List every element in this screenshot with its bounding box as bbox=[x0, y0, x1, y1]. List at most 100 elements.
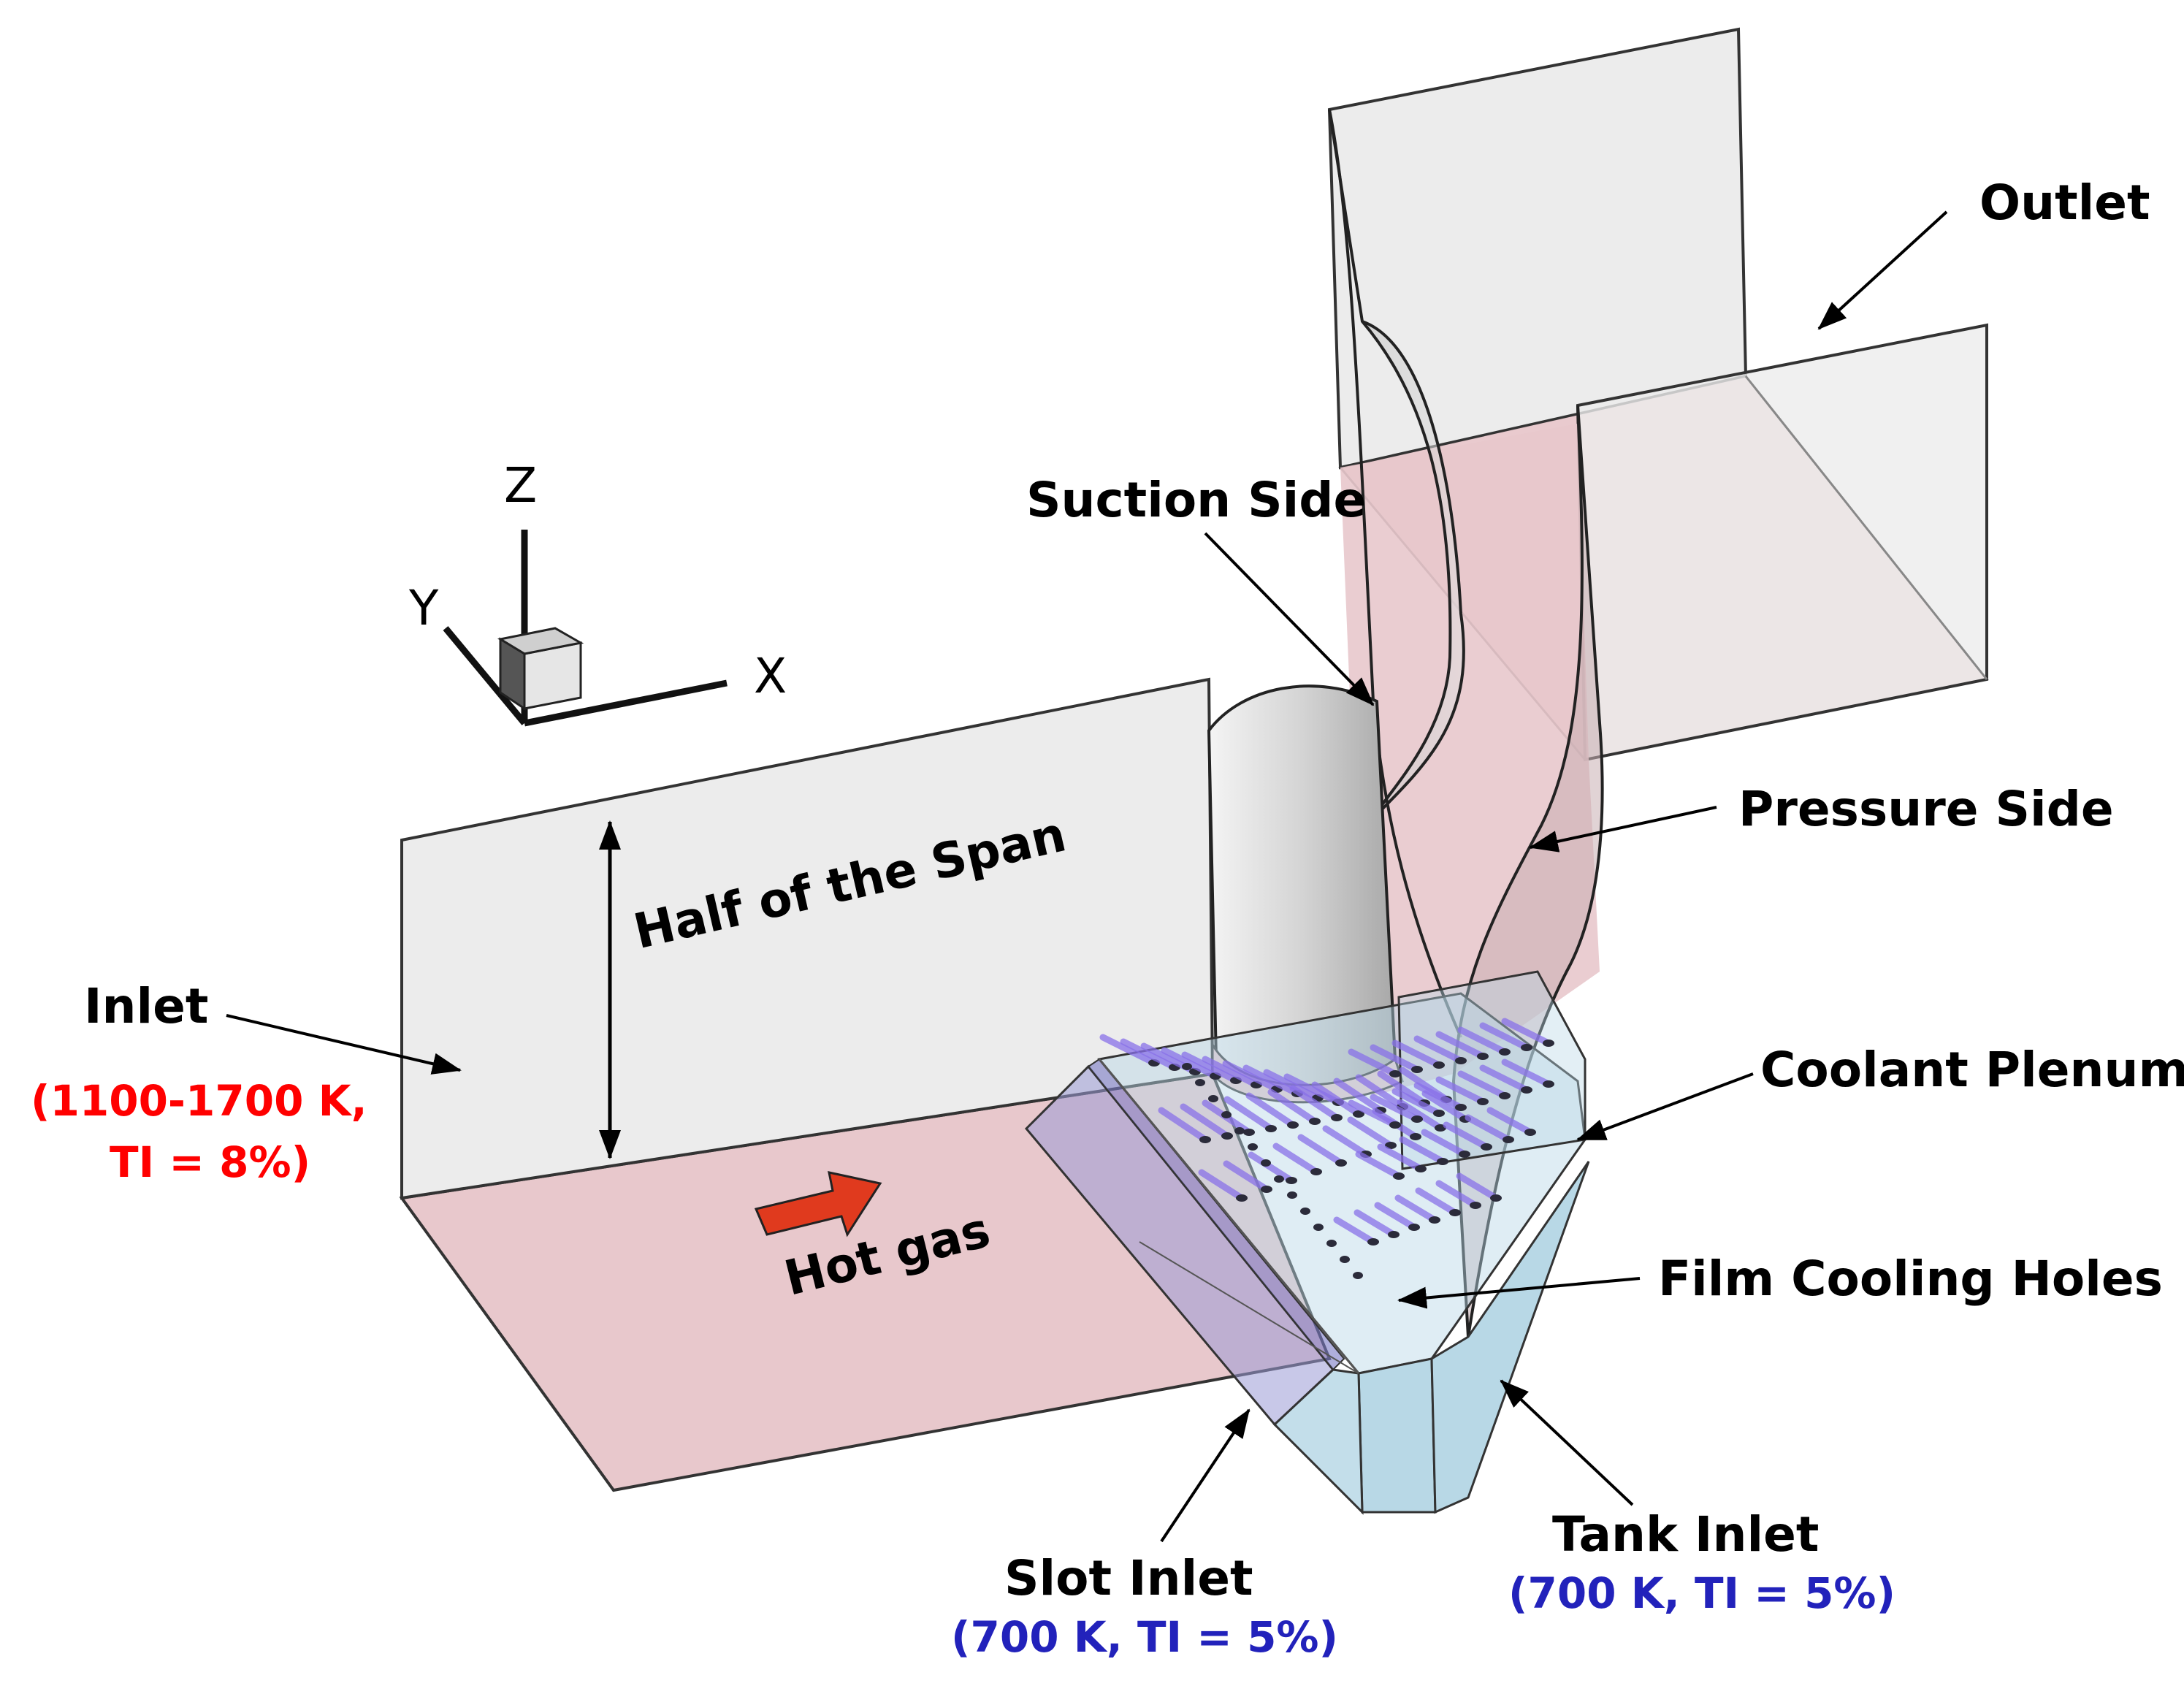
film-cooling-hole-channel bbox=[1443, 1121, 1490, 1151]
film-cooling-hole-channel bbox=[1347, 1116, 1394, 1149]
film-cooling-hole-channel bbox=[1421, 1090, 1469, 1123]
outlet-floor-diagonal bbox=[1744, 375, 1988, 680]
film-cooling-hole-exit bbox=[1236, 1194, 1248, 1202]
film-cooling-hole-channel bbox=[1248, 1151, 1295, 1184]
film-cooling-hole-exit bbox=[1499, 1048, 1511, 1056]
film-cooling-hole-exit bbox=[1367, 1238, 1379, 1246]
inlet-leader bbox=[226, 1014, 462, 1075]
film-cooling-hole-exit bbox=[1521, 1044, 1532, 1051]
hot-gas-arrow bbox=[754, 1171, 882, 1237]
film-cooling-hole-exit bbox=[1543, 1040, 1554, 1047]
coolant-plenum-label: Coolant Plenum bbox=[1760, 1042, 2184, 1098]
coolant-plenum-leader bbox=[1576, 1072, 1754, 1141]
showerhead-hole bbox=[1274, 1175, 1284, 1183]
inlet-conditions-line1: (1100-1700 K, bbox=[31, 1076, 367, 1126]
film-cooling-hole-channel bbox=[1457, 1026, 1508, 1056]
y-axis-line bbox=[443, 626, 527, 725]
film-cooling-hole-channel bbox=[1202, 1056, 1260, 1088]
film-cooling-hole-channel bbox=[1353, 1209, 1397, 1238]
film-cooling-hole-exit bbox=[1286, 1177, 1297, 1184]
film-cooling-hole-channel bbox=[1245, 1092, 1297, 1129]
film-cooling-hole-channel bbox=[1413, 1082, 1465, 1111]
film-cooling-hole-channel bbox=[1479, 1064, 1530, 1094]
film-cooling-hole-exit bbox=[1335, 1159, 1347, 1167]
z-axis-label: Z bbox=[504, 457, 538, 514]
film-cooling-hole-channel bbox=[1158, 1107, 1209, 1143]
film-cooling-holes-leader bbox=[1397, 1277, 1641, 1309]
film-cooling-hole-exit bbox=[1459, 1151, 1470, 1158]
showerhead-hole bbox=[1326, 1240, 1337, 1247]
slot-inlet-label: Slot Inlet bbox=[1004, 1550, 1253, 1606]
pressure-side-surface bbox=[1451, 405, 1604, 1338]
film-cooling-hole-channel bbox=[1374, 1202, 1418, 1231]
film-cooling-hole-channel bbox=[1501, 1058, 1552, 1088]
film-cooling-hole-exit bbox=[1221, 1132, 1233, 1140]
film-cooling-hole-exit bbox=[1388, 1231, 1400, 1238]
film-cooling-hole-exit bbox=[1415, 1165, 1427, 1172]
showerhead-hole bbox=[1340, 1256, 1350, 1263]
film-cooling-hole-channel bbox=[1120, 1038, 1178, 1071]
film-cooling-hole-exit bbox=[1521, 1086, 1532, 1094]
film-cooling-hole-channel bbox=[1435, 1031, 1486, 1060]
film-cooling-hole-channel bbox=[1479, 1022, 1530, 1051]
film-cooling-hole-channel bbox=[1377, 1143, 1424, 1172]
film-cooling-hole-channel bbox=[1435, 1180, 1479, 1209]
film-cooling-hole-exit bbox=[1265, 1125, 1277, 1132]
film-cooling-hole-exit bbox=[1393, 1172, 1405, 1180]
film-cooling-hole-channel bbox=[1223, 1160, 1270, 1193]
film-cooling-hole-channel bbox=[1486, 1107, 1534, 1136]
film-cooling-hole-exit bbox=[1408, 1224, 1420, 1231]
film-cooling-hole-exit bbox=[1503, 1136, 1514, 1143]
film-cooling-hole-channel bbox=[1413, 1035, 1465, 1064]
film-cooling-hole-exit bbox=[1389, 1070, 1401, 1077]
showerhead-hole bbox=[1208, 1095, 1218, 1102]
film-cooling-hole-channel bbox=[1222, 1060, 1280, 1093]
film-cooling-hole-channel bbox=[1370, 1094, 1421, 1123]
film-cooling-hole-exit bbox=[1309, 1118, 1321, 1125]
film-cooling-hole-channel bbox=[1289, 1085, 1340, 1121]
film-cooling-hole-channel bbox=[1394, 1194, 1438, 1224]
triad-cube-side bbox=[499, 637, 526, 711]
tank-front-face bbox=[1430, 1161, 1590, 1514]
film-cooling-hole-channel bbox=[1322, 1125, 1370, 1158]
pressure-side-leader bbox=[1529, 806, 1717, 852]
film-cooling-hole-exit bbox=[1433, 1110, 1445, 1117]
x-axis-label: X bbox=[754, 648, 787, 704]
film-cooling-holes bbox=[1099, 1018, 1554, 1279]
slot-inlet-conditions: (700 K, TI = 5%) bbox=[951, 1612, 1339, 1662]
film-cooling-hole-channel bbox=[1181, 1051, 1240, 1084]
film-cooling-hole-exit bbox=[1331, 1114, 1343, 1121]
tank-inlet-leader bbox=[1500, 1379, 1634, 1506]
suction-side-leader bbox=[1204, 532, 1375, 706]
film-cooling-hole-channel bbox=[1399, 1136, 1446, 1165]
tank-inlet-label: Tank Inlet bbox=[1552, 1506, 1820, 1563]
film-cooling-hole-exit bbox=[1543, 1080, 1554, 1088]
showerhead-hole bbox=[1221, 1111, 1232, 1118]
x-axis-line bbox=[524, 679, 728, 727]
film-cooling-hole-channel bbox=[1421, 1129, 1468, 1158]
film-cooling-hole-exit bbox=[1490, 1194, 1502, 1202]
film-cooling-hole-channel bbox=[1355, 1074, 1406, 1110]
inlet-conditions-line2: TI = 8%) bbox=[110, 1137, 311, 1187]
film-cooling-hole-channel bbox=[1355, 1151, 1402, 1180]
film-cooling-holes-label: Film Cooling Holes bbox=[1658, 1251, 2163, 1307]
showerhead-hole bbox=[1353, 1272, 1363, 1279]
film-cooling-hole-channel bbox=[1272, 1143, 1320, 1175]
film-cooling-hole-channel bbox=[1370, 1044, 1421, 1073]
film-cooling-hole-channel bbox=[1391, 1088, 1443, 1117]
film-cooling-hole-exit bbox=[1261, 1186, 1272, 1193]
film-cooling-hole-channel bbox=[1242, 1064, 1301, 1097]
film-cooling-hole-exit bbox=[1411, 1115, 1423, 1123]
film-cooling-hole-channel bbox=[1099, 1034, 1158, 1067]
tank-body bbox=[1357, 1357, 1437, 1514]
film-cooling-hole-exit bbox=[1455, 1104, 1467, 1111]
showerhead-hole bbox=[1182, 1063, 1192, 1070]
film-cooling-hole-exit bbox=[1524, 1129, 1536, 1136]
outlet-label: Outlet bbox=[1979, 175, 2150, 231]
tank-inlet-conditions: (700 K, TI = 5%) bbox=[1508, 1568, 1896, 1618]
showerhead-hole bbox=[1261, 1159, 1271, 1167]
film-cooling-hole-exit bbox=[1410, 1133, 1421, 1140]
film-cooling-hole-exit bbox=[1429, 1216, 1440, 1224]
film-cooling-hole-channel bbox=[1267, 1088, 1318, 1125]
film-cooling-hole-channel bbox=[1311, 1081, 1362, 1118]
